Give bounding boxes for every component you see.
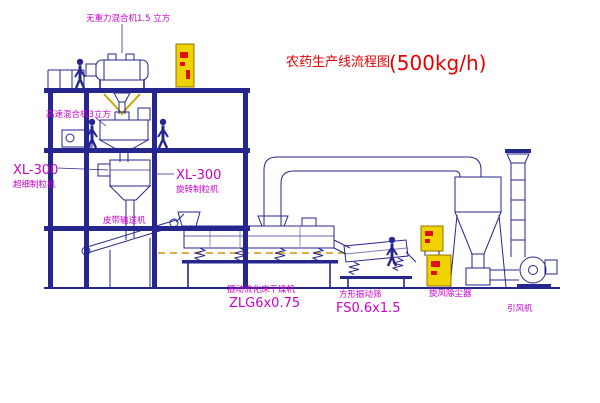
label-granulator-left-name: 超细制粒机 — [13, 179, 56, 190]
control-cabinet-a — [420, 225, 444, 256]
label-sieve-name: 方形振动筛 — [339, 289, 382, 300]
label-granulator-left-model: XL-300 — [13, 163, 58, 178]
granulator — [97, 159, 152, 201]
diagram-title-capacity: (500kg/h) — [389, 51, 486, 75]
control-cabinet-top — [175, 43, 195, 88]
fluid-bed-dryer — [177, 211, 338, 287]
control-cabinet-b — [426, 254, 452, 287]
label-high-speed-mixer: 高速混合机3立方 — [46, 109, 111, 120]
granulator-discharge — [125, 200, 135, 240]
label-granulator-right-name: 旋转制粒机 — [176, 184, 219, 195]
leader-lines — [57, 24, 174, 175]
label-dryer-name: 振动流化床干燥机 — [227, 284, 296, 295]
label-dryer-model: ZLG6x0.75 — [229, 296, 300, 311]
high-speed-mixer — [98, 107, 151, 162]
label-fan: 引风机 — [507, 303, 533, 314]
label-sieve-model: FS0.6x1.5 — [336, 301, 401, 316]
exhaust-stack — [505, 149, 531, 257]
label-belt-conveyor: 皮带输送机 — [103, 215, 146, 226]
vibrating-sieve — [333, 239, 417, 287]
operator-figure-3 — [156, 117, 170, 150]
label-granulator-right-model: XL-300 — [176, 168, 221, 183]
gravity-mixer — [85, 53, 149, 116]
diagram-title: 农药生产线流程图 — [286, 55, 390, 70]
label-cyclone: 旋风除尘器 — [429, 288, 472, 299]
induced-draft-fan — [517, 256, 558, 288]
ground-line — [44, 287, 560, 289]
building-frame — [44, 69, 250, 288]
exhaust-duct — [263, 156, 482, 226]
cyclone-separator — [449, 176, 519, 288]
label-gravity-mixer: 无重力混合机1.5 立方 — [86, 13, 170, 24]
